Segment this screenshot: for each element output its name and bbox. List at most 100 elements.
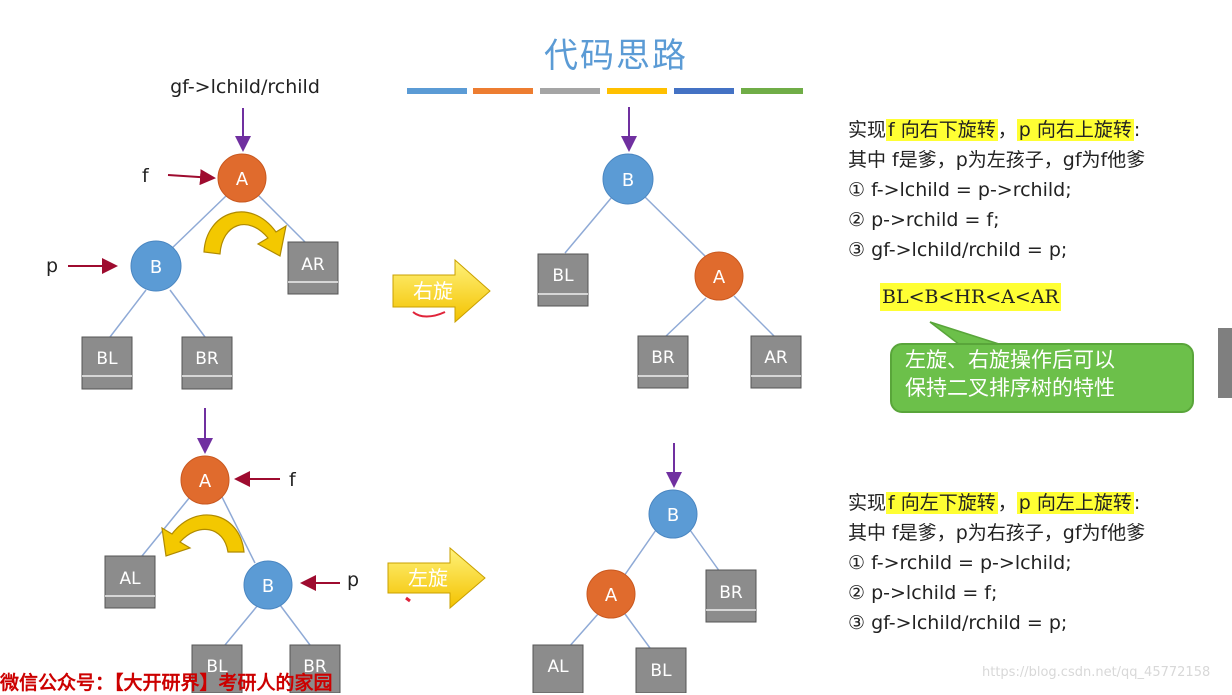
highlight-f: f 向右下旋转 <box>886 119 998 141</box>
title-color-bar <box>407 88 803 94</box>
rotate-label: 右旋 <box>413 279 453 303</box>
right-rotate-arrow: 右旋 <box>392 258 491 324</box>
bottom-step1: ① f->rchild = p->lchild; <box>848 552 1072 574</box>
node-b-label: B <box>150 257 162 278</box>
rotate-label: 左旋 <box>408 566 448 590</box>
node-a-label: A <box>713 267 726 288</box>
bottom-step3: ③ gf->lchild/rchild = p; <box>848 612 1068 634</box>
edge <box>624 613 651 649</box>
block-arrow-icon <box>392 258 491 324</box>
edge <box>224 604 259 646</box>
highlight-f: f 向左下旋转 <box>886 492 998 514</box>
top-step1: ① f->lchild = p->rchild; <box>848 179 1072 201</box>
left-rotate-arrow: 左旋 <box>387 546 486 610</box>
color-bar-segment <box>540 88 600 94</box>
node-b <box>243 560 293 610</box>
explain-sep: ， <box>997 492 1017 514</box>
subtree-ar <box>750 335 802 389</box>
subtree-bl-label: BL <box>206 657 228 677</box>
node-b <box>130 240 182 292</box>
callout-tail <box>929 321 1003 346</box>
subtree-al-label: AL <box>547 657 569 677</box>
node-a <box>217 153 267 203</box>
bottom-before-tree: A B AL BL BR f p <box>104 408 359 693</box>
node-a <box>586 569 636 619</box>
f-pointer-arrow <box>167 169 216 186</box>
color-bar-segment <box>473 88 533 94</box>
color-bar-segment <box>741 88 803 94</box>
gf-pointer-label: gf->lchild/rchild <box>170 76 320 98</box>
edge <box>664 297 707 338</box>
subtree-al <box>532 644 584 693</box>
node-a-label: A <box>236 169 249 190</box>
color-bar-segment <box>674 88 734 94</box>
red-scribble <box>412 311 446 318</box>
node-a-label: A <box>199 471 212 492</box>
f-label: f <box>289 469 297 491</box>
node-b <box>602 153 654 205</box>
edge <box>167 195 227 253</box>
bottom-step2: ② p->lchild = f; <box>848 582 998 604</box>
subtree-br <box>705 569 757 623</box>
subtree-br-label: BR <box>651 348 675 368</box>
page-title: 代码思路 <box>544 36 688 76</box>
f-label: f <box>142 165 150 187</box>
subtree-br <box>181 336 233 390</box>
subtree-bl <box>635 647 687 693</box>
subtree-bl <box>537 253 589 307</box>
block-arrow-icon <box>387 546 486 610</box>
p-label: p <box>46 255 58 277</box>
callout-bubble <box>890 343 1194 413</box>
highlight-p: p 向左上旋转 <box>1016 492 1134 514</box>
edge <box>257 194 306 243</box>
edge <box>279 604 311 646</box>
explain-suffix: : <box>1133 119 1141 141</box>
bottom-after-tree: B A BR AL BL <box>532 443 757 693</box>
wechat-footer: 微信公众号：【大开研界】考研人的家园 <box>0 672 333 694</box>
callout-text: 左旋、右旋操作后可以 保持二叉排序树的特性 <box>905 346 1115 402</box>
subtree-bl <box>81 336 133 390</box>
edge <box>733 295 776 338</box>
subtree-ar-label: AR <box>764 348 788 368</box>
subtree-bl <box>191 644 243 693</box>
node-b <box>648 489 698 539</box>
subtree-bl-label: BL <box>650 661 672 681</box>
explain-prefix: 实现 <box>848 119 887 141</box>
side-scroll-tab[interactable] <box>1218 328 1232 398</box>
explain-sep: ， <box>997 119 1017 141</box>
subtree-bl-label: BL <box>552 266 574 286</box>
subtree-br <box>289 644 341 693</box>
subtree-ar <box>287 241 339 295</box>
top-step3: ③ gf->lchild/rchild = p; <box>848 239 1068 261</box>
top-explain-line2: 其中 f是爹，p为左孩子，gf为f他爹 <box>848 149 1146 171</box>
subtree-al <box>104 555 156 609</box>
edge <box>141 496 191 557</box>
color-bar-segment <box>607 88 667 94</box>
color-bar-segment <box>407 88 467 94</box>
edge <box>623 529 657 577</box>
explain-prefix: 实现 <box>848 492 887 514</box>
highlight-p: p 向右上旋转 <box>1016 119 1134 141</box>
subtree-bl-label: BL <box>96 349 118 369</box>
rotate-clockwise-icon <box>203 211 287 257</box>
csdn-watermark: https://blog.csdn.net/qq_45772158 <box>982 665 1211 680</box>
edge <box>567 613 599 649</box>
top-step2: ② p->rchild = f; <box>848 209 1000 231</box>
subtree-br-label: BR <box>303 657 327 677</box>
node-a <box>180 455 230 505</box>
edge <box>689 529 721 573</box>
red-scribble <box>405 596 411 603</box>
top-after-tree: B A BL BR AR <box>537 107 802 389</box>
subtree-br-label: BR <box>195 349 219 369</box>
node-a <box>694 251 744 301</box>
edge <box>109 289 147 338</box>
top-before-tree: gf->lchild/rchild A B AR BL BR f p <box>46 76 339 390</box>
node-b-label: B <box>667 505 679 526</box>
edge <box>644 196 707 258</box>
explain-suffix: : <box>1133 492 1141 514</box>
